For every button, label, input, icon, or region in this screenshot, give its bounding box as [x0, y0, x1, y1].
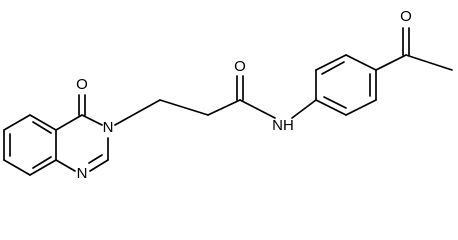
bond-c2-n1: [89, 159, 109, 172]
amide-nh-label: NH: [272, 117, 294, 134]
oxygen-ring-label: O: [76, 76, 88, 93]
bond-c4-n3: [81, 114, 103, 126]
bond-benzo-2: [3, 159, 31, 176]
chemical-structure-diagram: O N N O NH O: [3, 7, 453, 182]
bond-ch2-carbonyl: [207, 99, 241, 116]
propanamide-chain: [114, 75, 317, 126]
bond-n1-c8a: [55, 159, 76, 172]
bond-c2-n1-double: [88, 154, 103, 164]
bond-phenyl-double-1: [321, 61, 345, 75]
phenyl-ring: [315, 54, 377, 116]
bond-phenyl-double-3: [323, 96, 347, 109]
bond-phenyl-2: [315, 54, 347, 71]
nitrogen-n1-label: N: [77, 165, 88, 182]
bond-n3-ch2: [114, 99, 161, 126]
bond-carbonyl-nh: [239, 99, 276, 119]
bond-benzo-double-2: [32, 156, 52, 169]
benzo-ring: [3, 114, 57, 176]
bond-phenyl-5: [345, 99, 377, 116]
bond-aryl-acetyl: [375, 54, 407, 71]
bond-ch2-ch2: [159, 99, 209, 116]
bond-nh-aryl: [291, 99, 317, 119]
acetyl-group: [375, 27, 453, 71]
oxygen-acetyl-label: O: [400, 8, 412, 25]
bond-benzo-5: [29, 114, 57, 131]
bond-benzo-6: [3, 114, 31, 131]
oxygen-amide-label: O: [234, 58, 246, 75]
bond-phenyl-6: [315, 99, 347, 116]
pyrimidinone-ring: [55, 94, 109, 172]
bond-benzo-double-3: [32, 121, 52, 134]
bond-c4a-c4: [55, 114, 83, 131]
nitrogen-n3-label: N: [103, 119, 114, 136]
bond-benzo-3: [29, 159, 57, 176]
bond-acetyl-methyl: [405, 54, 453, 71]
bond-phenyl-3: [345, 54, 377, 71]
